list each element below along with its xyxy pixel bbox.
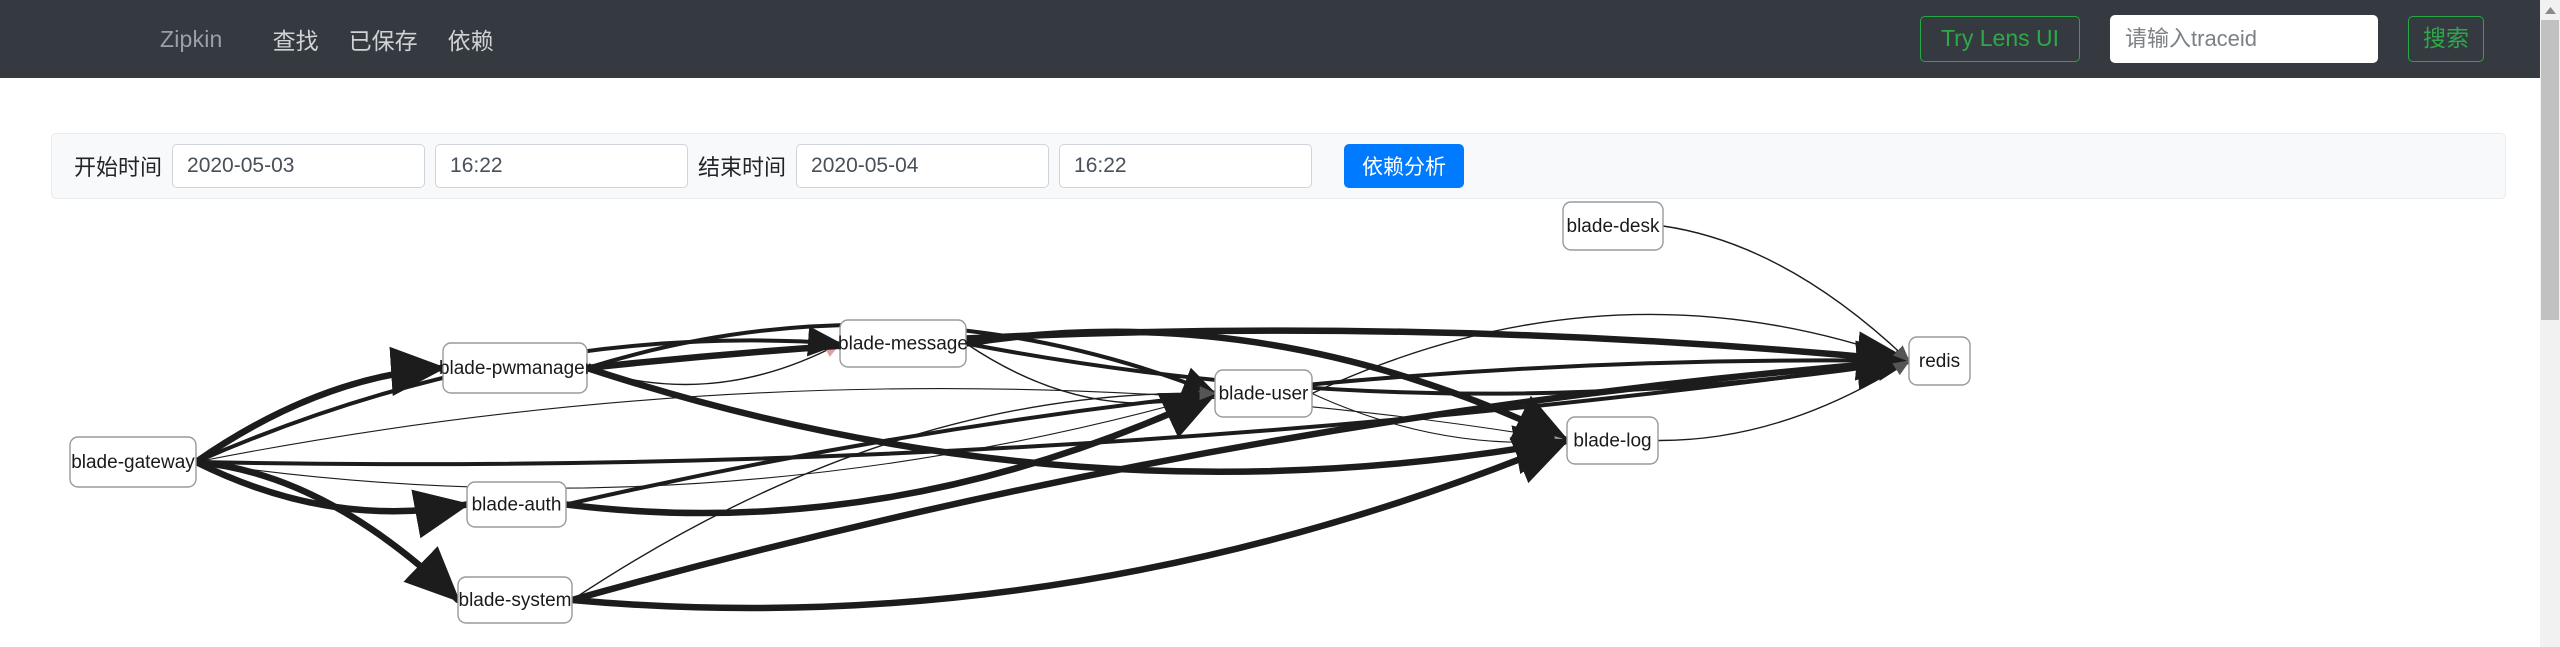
dependency-graph-svg[interactable]: blade-gateway blade-pwmanager blade-messag…	[0, 200, 2540, 647]
graph-edge[interactable]	[195, 388, 1569, 463]
traceid-search-input[interactable]	[2110, 15, 2378, 63]
graph-edge[interactable]	[568, 437, 1571, 612]
graph-node-box[interactable]	[457, 576, 573, 624]
graph-node-blade-desk[interactable]: blade-desk	[1562, 201, 1664, 251]
top-navbar: Zipkin 查找 已保存 依赖 Try Lens UI 搜索	[0, 0, 2540, 78]
graph-node-redis[interactable]: redis	[1908, 336, 1971, 386]
graph-node-blade-gateway[interactable]: blade-gateway	[69, 436, 197, 488]
brand-logo[interactable]: Zipkin	[160, 25, 223, 52]
graph-node-blade-user[interactable]: blade-user	[1214, 369, 1313, 418]
nav-link-dependency[interactable]: 依赖	[447, 28, 494, 54]
graph-edge[interactable]	[194, 350, 1911, 467]
graph-edge[interactable]	[571, 386, 1217, 601]
scrollbar-up-arrow[interactable]	[2540, 0, 2560, 20]
page-scrollbar-thumb[interactable]	[2541, 20, 2559, 320]
graph-node-blade-pwmanager[interactable]: blade-pwmanager	[439, 342, 592, 394]
nav-link-saved[interactable]: 已保存	[348, 28, 418, 54]
graph-edge[interactable]	[1662, 225, 1911, 362]
graph-nodes: blade-gateway blade-pwmanager blade-messag…	[69, 201, 1971, 624]
end-time-label: 结束时间	[698, 155, 787, 180]
end-time-input[interactable]	[1059, 144, 1313, 188]
start-time-label: 开始时间	[74, 155, 163, 180]
search-button[interactable]: 搜索	[2408, 16, 2484, 62]
graph-edge[interactable]	[964, 341, 1911, 396]
end-date-input[interactable]	[796, 144, 1050, 188]
triangle-up-icon	[2544, 6, 2556, 14]
graph-edge[interactable]	[562, 390, 1219, 517]
graph-node-blade-auth[interactable]: blade-auth	[466, 481, 567, 528]
graph-edge[interactable]	[583, 364, 1571, 475]
nav-links: 查找 已保存 依赖	[273, 22, 494, 56]
graph-edge[interactable]	[1657, 360, 1911, 442]
graph-node-box[interactable]	[1566, 416, 1659, 465]
graph-node-box[interactable]	[1214, 369, 1313, 418]
graph-node-box[interactable]	[839, 319, 967, 368]
graph-node-box[interactable]	[1908, 336, 1971, 386]
graph-edge[interactable]	[962, 328, 1571, 444]
dependency-analyze-button[interactable]: 依赖分析	[1344, 144, 1465, 188]
graph-node-blade-log[interactable]: blade-log	[1566, 416, 1659, 465]
dependency-graph[interactable]: blade-gateway blade-pwmanager blade-messag…	[0, 200, 2540, 647]
filter-bar: 开始时间 结束时间 依赖分析	[51, 133, 2506, 199]
graph-node-blade-message[interactable]: blade-message	[838, 319, 968, 368]
graph-edge[interactable]	[583, 327, 1913, 381]
start-time-input[interactable]	[435, 144, 689, 188]
graph-edge[interactable]	[195, 391, 1217, 489]
nav-link-find[interactable]: 查找	[272, 28, 319, 54]
graph-node-box[interactable]	[69, 436, 197, 488]
graph-node-box[interactable]	[442, 342, 588, 394]
graph-node-blade-system[interactable]: blade-system	[457, 576, 573, 624]
graph-node-box[interactable]	[466, 481, 567, 528]
graph-edge[interactable]	[192, 346, 447, 466]
graph-edge[interactable]	[1311, 313, 1911, 395]
page-scrollbar-track[interactable]	[2540, 0, 2560, 647]
try-lens-ui-button[interactable]: Try Lens UI	[1919, 16, 2080, 62]
start-date-input[interactable]	[172, 144, 426, 188]
navbar-right-group: Try Lens UI 搜索	[1919, 15, 2484, 63]
graph-node-box[interactable]	[1562, 201, 1664, 251]
graph-edge[interactable]	[568, 340, 1913, 604]
